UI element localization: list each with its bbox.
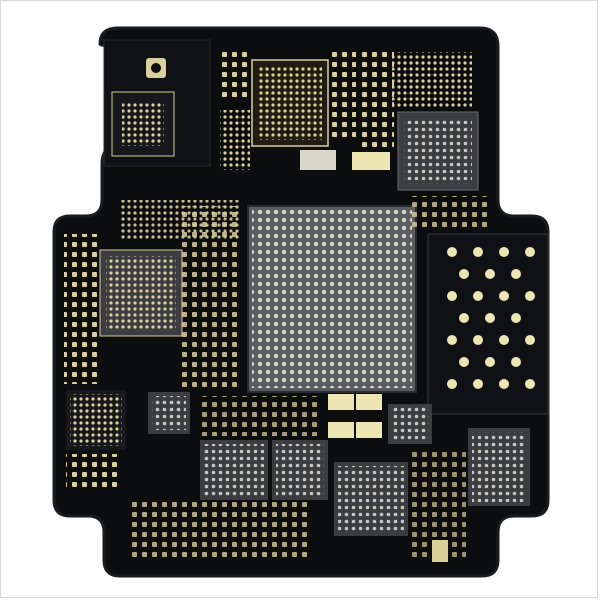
memory-pad	[525, 247, 535, 257]
memory-pad	[525, 335, 535, 345]
memory-pad	[459, 269, 469, 279]
memory-pad	[447, 335, 457, 345]
memory-pad	[525, 379, 535, 389]
memory-pad	[511, 357, 521, 367]
memory-pad	[447, 291, 457, 301]
memory-pad	[485, 313, 495, 323]
memory-pad	[511, 313, 521, 323]
memory-pad	[485, 357, 495, 367]
memory-pad	[499, 335, 509, 345]
memory-pad	[485, 269, 495, 279]
memory-pads	[447, 247, 535, 389]
memory-pad	[473, 291, 483, 301]
memory-pad	[447, 247, 457, 257]
memory-pad	[511, 269, 521, 279]
inductor-pads	[328, 394, 382, 438]
memory-pad	[473, 335, 483, 345]
memory-pad	[473, 247, 483, 257]
memory-pad	[499, 379, 509, 389]
memory-pad	[499, 247, 509, 257]
memory-pad	[473, 379, 483, 389]
memory-pad	[459, 313, 469, 323]
memory-pad	[459, 357, 469, 367]
memory-pad	[499, 291, 509, 301]
memory-pad	[525, 291, 535, 301]
memory-pad	[447, 379, 457, 389]
